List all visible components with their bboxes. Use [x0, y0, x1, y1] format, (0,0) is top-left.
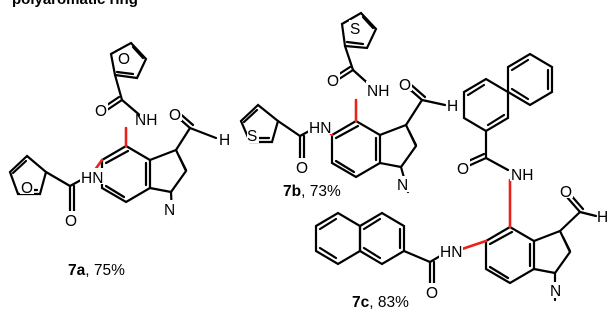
- atom-hn-left: HN: [309, 120, 331, 137]
- furan-ring-top: [109, 41, 148, 80]
- atom-o-carbonyl: O: [457, 161, 469, 178]
- atom-nh-top: NH: [135, 112, 157, 129]
- compound-label-7a: 7a, 75%: [68, 262, 125, 279]
- atom-nh-top: NH: [511, 167, 533, 184]
- compound-7a: O NH O O O HN O H N 7a, 75%: [8, 41, 230, 279]
- indole-core: [100, 144, 188, 204]
- bond-thiophene-carbonyl: [343, 44, 355, 72]
- atom-o-carbonyl-left: O: [296, 160, 308, 177]
- indole-core: [484, 225, 572, 285]
- bond-cho-h: [578, 210, 598, 218]
- bond-thiophene-carbonyl-left: [276, 119, 302, 138]
- naphthalene-ring-top: [462, 52, 554, 133]
- bond-cho-o: [564, 194, 582, 214]
- atom-o-carbonyl: O: [327, 73, 339, 90]
- compound-id: 7c: [352, 294, 370, 311]
- compound-yield: , 83%: [369, 294, 409, 311]
- bond-carbonyl-nh: [120, 98, 144, 119]
- compound-label-7b: 7b, 73%: [283, 183, 341, 200]
- atom-nh-top: NH: [367, 83, 389, 100]
- compound-id: 7b: [283, 183, 301, 200]
- compound-7c: O NH O HN O H N 7c, 83%: [314, 52, 608, 311]
- atom-o-aldehyde: O: [169, 107, 181, 124]
- red-bond-c5-hn: [460, 239, 488, 251]
- atom-hn-left: HN: [440, 244, 462, 261]
- atom-hn-left: HN: [81, 170, 103, 187]
- bond-cho-h: [420, 98, 447, 107]
- atom-o-carbonyl-left: O: [65, 213, 77, 230]
- atom-o-aldehyde: O: [560, 184, 572, 201]
- scheme-heading: polyaromatic ring: [12, 0, 138, 8]
- bond-c3-cho: [558, 210, 582, 233]
- atom-h-aldehyde: H: [447, 98, 458, 115]
- atom-n-indole: N: [164, 202, 175, 219]
- bond-carbonyl-nh: [484, 156, 510, 172]
- thiophene-ring-top: [340, 11, 378, 50]
- atom-h-aldehyde: H: [219, 132, 230, 149]
- atom-o-carbonyl-left: O: [426, 285, 438, 302]
- naphthalene-ring-left: [314, 211, 406, 266]
- atom-o-furan-top: O: [118, 51, 130, 68]
- bond-naph-carbonyl-left: [402, 249, 432, 264]
- atom-n-indole: N: [397, 177, 408, 194]
- compound-label-7c: 7c, 83%: [352, 294, 409, 311]
- compound-id: 7a: [68, 262, 86, 279]
- atom-o-carbonyl: O: [95, 103, 107, 120]
- compound-yield: , 75%: [85, 262, 125, 279]
- indole-core: [330, 119, 418, 179]
- bond-furan-carbonyl-left: [44, 170, 72, 188]
- bond-furan-carbonyl: [113, 73, 124, 102]
- bond-c3-cho: [404, 98, 424, 127]
- compound-yield: , 73%: [301, 183, 341, 200]
- atom-s-thiophene-left: S: [247, 128, 257, 145]
- atom-h-aldehyde: H: [597, 209, 608, 226]
- bond-c3-cho: [174, 126, 192, 152]
- bond-cho-h: [188, 126, 218, 140]
- atom-n-indole: N: [550, 283, 561, 300]
- atom-o-furan-left: O: [21, 180, 33, 197]
- compound-7b: O NH S S O HN O H N 7b, 73%: [239, 11, 458, 200]
- atom-o-aldehyde: O: [399, 77, 411, 94]
- atom-s-thiophene-top: S: [350, 21, 360, 38]
